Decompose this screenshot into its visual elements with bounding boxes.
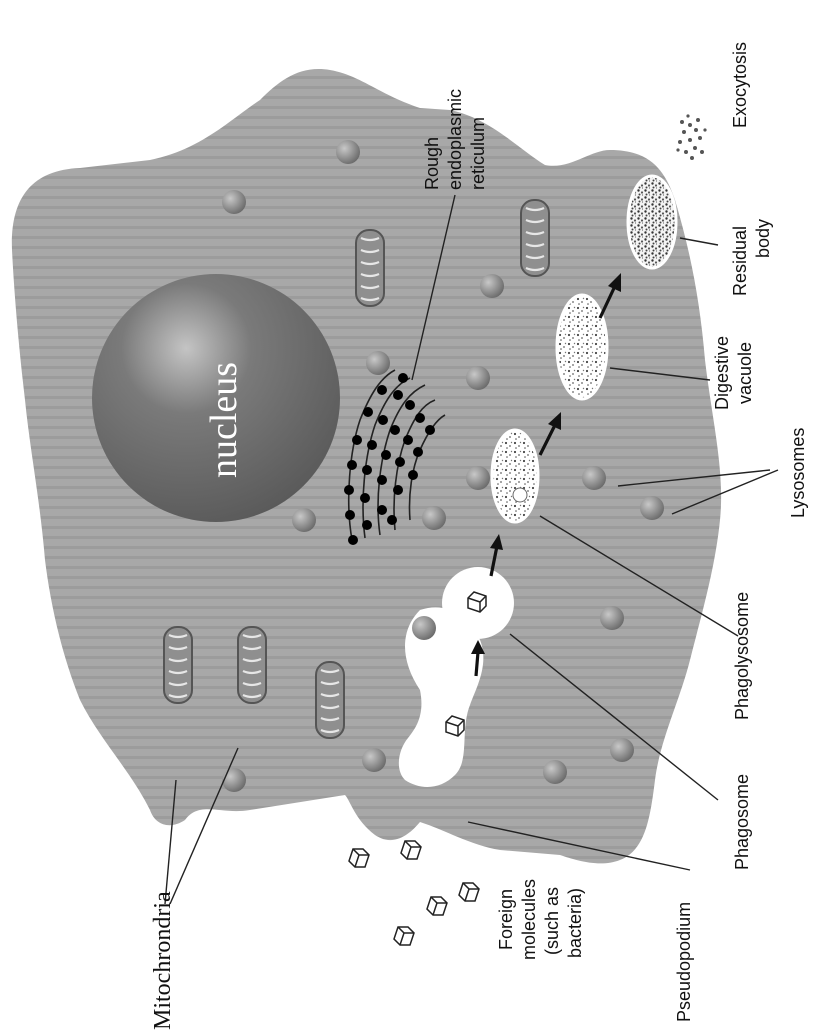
rer-label-line1: Rough xyxy=(422,137,442,190)
ribosome xyxy=(362,520,372,530)
lysosome xyxy=(222,190,246,214)
rer-label-line2: endoplasmic xyxy=(445,89,465,190)
foreign-molecules-label-line3: (such as xyxy=(542,887,562,955)
foreign-molecules xyxy=(349,841,479,945)
ribosome xyxy=(377,385,387,395)
residual-body-label-line1: Residual xyxy=(730,226,750,296)
ribosome xyxy=(390,425,400,435)
ribosome xyxy=(408,470,418,480)
lysosome xyxy=(422,506,446,530)
ribosome xyxy=(393,485,403,495)
mitochondrion xyxy=(356,230,384,306)
rer-label-line3: reticulum xyxy=(468,117,488,190)
lysosome xyxy=(600,606,624,630)
digestive-vacuole-label-line2: vacuole xyxy=(735,342,755,404)
phagolysosome xyxy=(492,430,538,522)
lysosome xyxy=(466,366,490,390)
bacterium xyxy=(394,927,414,945)
foreign-molecules-label-line4: bacteria) xyxy=(565,888,585,958)
mitochondrion xyxy=(238,627,266,703)
bacterium-in-phagosome xyxy=(468,592,486,612)
ribosome xyxy=(381,450,391,460)
bacterium xyxy=(427,897,447,915)
pseudopodium-label: Pseudopodium xyxy=(674,902,694,1022)
mitochondrion xyxy=(521,200,549,276)
lysosome xyxy=(610,738,634,762)
ribosome xyxy=(377,505,387,515)
bacterium xyxy=(401,841,421,859)
lysosome xyxy=(412,616,436,640)
ribosome xyxy=(367,440,377,450)
lysosome xyxy=(366,351,390,375)
ribosome xyxy=(363,407,373,417)
ribosome xyxy=(413,447,423,457)
nucleus-label: nucleus xyxy=(203,362,245,478)
residual-body xyxy=(628,176,676,268)
mitochondria-label: Mitochrondria xyxy=(150,891,176,1030)
phagolysosome-core xyxy=(513,488,527,502)
foreign-molecules-label-line1: Foreign xyxy=(496,889,516,950)
ribosome xyxy=(377,475,387,485)
phagosome-label: Phagosome xyxy=(732,774,752,870)
lysosome xyxy=(582,466,606,490)
ribosome xyxy=(415,413,425,423)
digestive-vacuole xyxy=(557,295,607,399)
exocytosis-particles xyxy=(676,114,706,160)
lysosome xyxy=(480,274,504,298)
lysosome xyxy=(466,466,490,490)
ribosome xyxy=(403,435,413,445)
ribosome xyxy=(393,390,403,400)
ribosome xyxy=(360,493,370,503)
ribosome xyxy=(344,485,354,495)
lysosome xyxy=(640,496,664,520)
ribosome xyxy=(362,465,372,475)
ribosome xyxy=(347,460,357,470)
foreign-molecules-label-line2: molecules xyxy=(519,879,539,960)
ribosome xyxy=(395,457,405,467)
exocytosis-label: Exocytosis xyxy=(730,42,750,128)
mitochondrion xyxy=(164,627,192,703)
lysosome xyxy=(362,748,386,772)
bacterium-engulfed xyxy=(446,716,464,736)
bacterium xyxy=(459,883,479,901)
ribosome xyxy=(387,515,397,525)
lysosome xyxy=(336,140,360,164)
lysosome xyxy=(292,508,316,532)
ribosome xyxy=(405,400,415,410)
ribosome xyxy=(378,415,388,425)
lysosomes-label: Lysosomes xyxy=(788,428,808,518)
ribosome xyxy=(398,373,408,383)
phagolysosome-label: Phagolysosome xyxy=(732,592,752,720)
lysosome xyxy=(222,768,246,792)
mitochondrion xyxy=(316,662,344,738)
digestive-vacuole-label-line1: Digestive xyxy=(712,336,732,410)
ribosome xyxy=(348,535,358,545)
ribosome xyxy=(352,435,362,445)
bacterium xyxy=(349,849,369,867)
residual-body-label-line2: body xyxy=(753,219,773,258)
ribosome xyxy=(345,510,355,520)
lysosome xyxy=(543,760,567,784)
ribosome xyxy=(425,425,435,435)
